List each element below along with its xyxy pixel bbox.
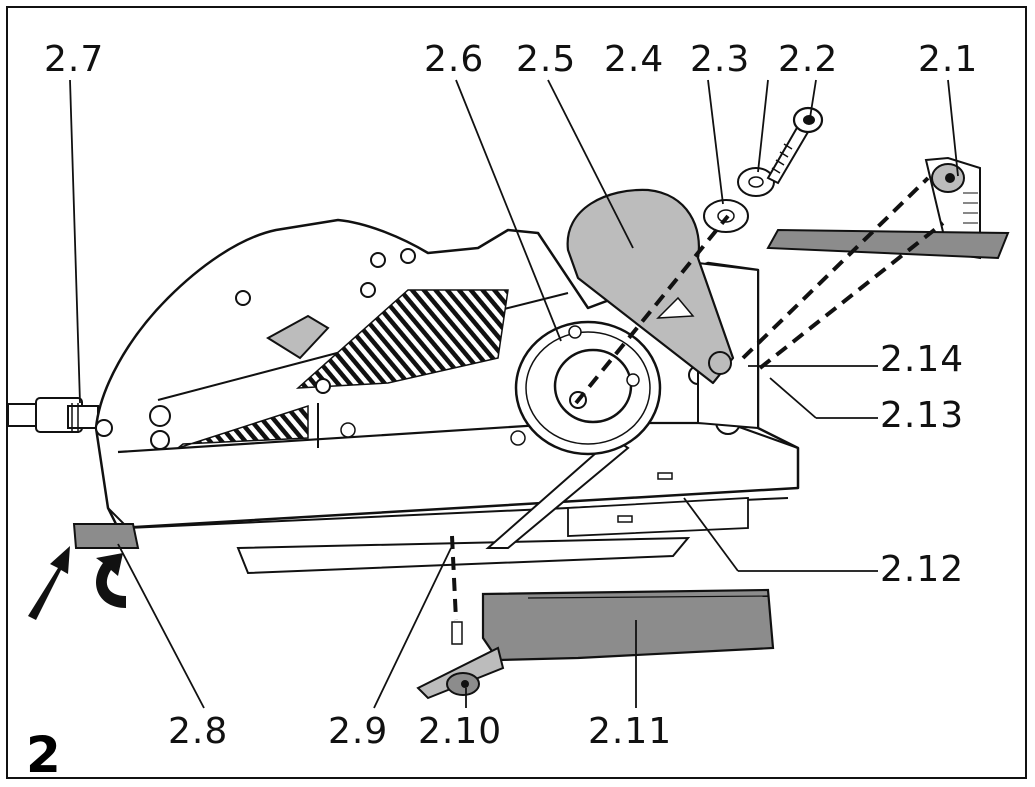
drive-pulley — [514, 320, 662, 456]
callout-2-13: 2.13 — [880, 395, 965, 436]
callout-2-11: 2.11 — [588, 711, 673, 752]
callout-2-2: 2.2 — [778, 39, 839, 80]
exploded-view-figure: 2.7 2.6 2.5 2.4 2.3 2.2 2.1 2.14 2.13 2.… — [6, 6, 1027, 779]
lock-washer — [737, 167, 775, 197]
power-cable — [8, 397, 99, 433]
belt-guard-cover — [566, 188, 735, 385]
callout-2-1: 2.1 — [918, 39, 979, 80]
planer-drawing — [8, 79, 1010, 709]
rotation-arrows — [28, 546, 126, 620]
parking-shoe — [72, 523, 140, 549]
screw — [766, 106, 824, 185]
callout-2-5: 2.5 — [516, 39, 577, 80]
callout-2-7: 2.7 — [44, 39, 105, 80]
callout-2-10: 2.10 — [418, 711, 503, 752]
callout-2-3: 2.3 — [690, 39, 751, 80]
callout-2-8: 2.8 — [168, 711, 229, 752]
callout-2-12: 2.12 — [880, 549, 965, 590]
guide-plate — [766, 228, 1010, 260]
callout-2-6: 2.6 — [424, 39, 485, 80]
figure-number: 2 — [26, 726, 61, 779]
base-plate — [481, 588, 775, 662]
adjustment-knob — [416, 621, 505, 700]
callout-2-4: 2.4 — [604, 39, 665, 80]
callout-2-14: 2.14 — [880, 339, 965, 380]
leader-lines — [69, 79, 959, 709]
callout-2-9: 2.9 — [328, 711, 389, 752]
assembly-lines — [450, 176, 945, 621]
